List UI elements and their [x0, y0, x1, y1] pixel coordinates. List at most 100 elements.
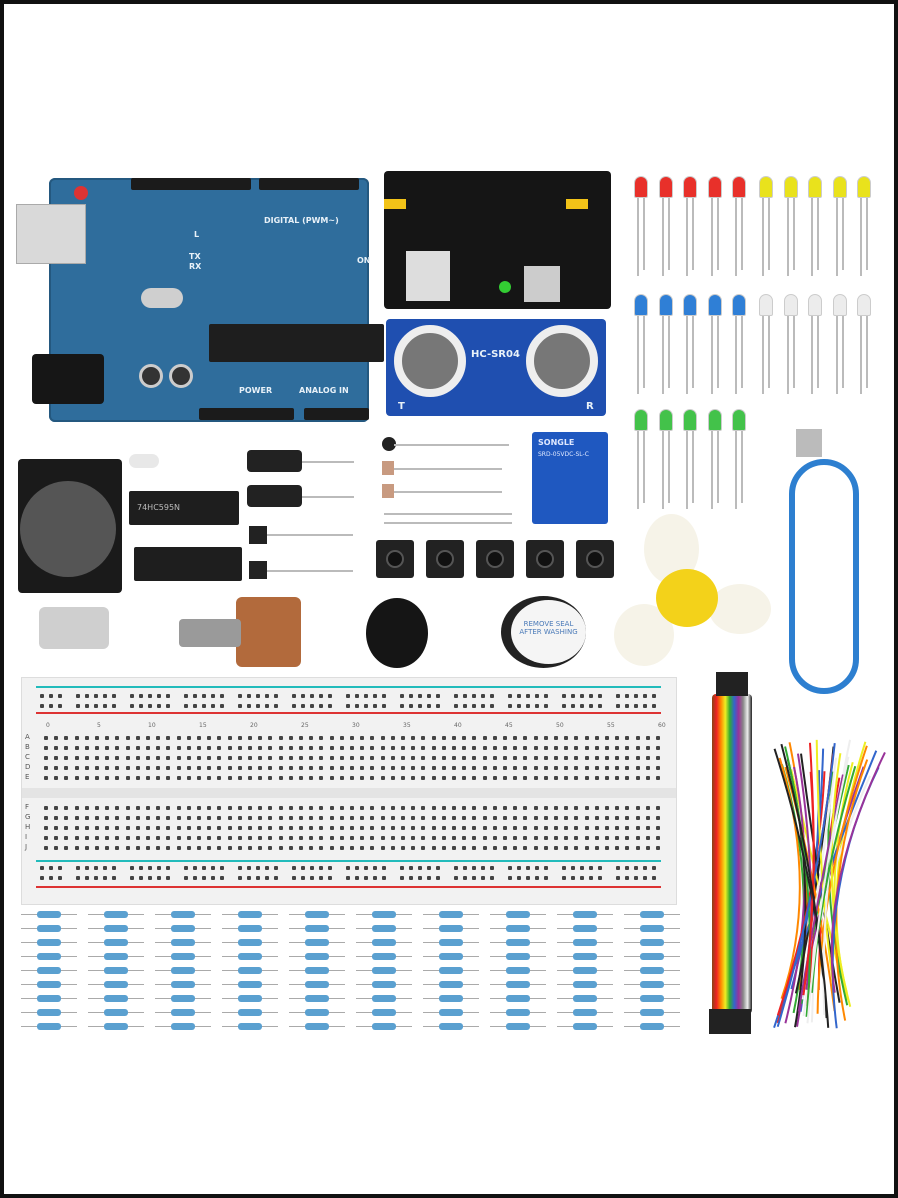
- breadboard-hole: [340, 756, 344, 760]
- rail-hole: [634, 876, 638, 880]
- breadboard-hole: [44, 766, 48, 770]
- breadboard-hole: [299, 846, 303, 850]
- breadboard-hole: [197, 806, 201, 810]
- breadboard-hole: [381, 776, 385, 780]
- breadboard-hole: [360, 736, 364, 740]
- breadboard-hole: [452, 806, 456, 810]
- breadboard-hole: [187, 846, 191, 850]
- rail-hole: [166, 866, 170, 870]
- breadboard-hole: [146, 836, 150, 840]
- photoresistor: [382, 484, 394, 498]
- breadboard-hole: [421, 816, 425, 820]
- breadboard-hole: [268, 816, 272, 820]
- breadboard-hole: [75, 806, 79, 810]
- breadboard-hole: [411, 746, 415, 750]
- rail-hole: [643, 866, 647, 870]
- rail-hole: [220, 694, 224, 698]
- power-switch: [524, 266, 560, 302]
- breadboard-hole: [544, 736, 548, 740]
- rail-hole: [382, 694, 386, 698]
- rail-hole: [364, 876, 368, 880]
- resistor: [289, 925, 345, 932]
- breadboard-hole: [615, 766, 619, 770]
- t-label: T: [398, 401, 405, 412]
- breadboard-hole: [279, 776, 283, 780]
- breadboard-hole: [656, 806, 660, 810]
- rail-hole: [166, 704, 170, 708]
- rail-line: [36, 860, 661, 862]
- breadboard-hole: [95, 766, 99, 770]
- rail-hole: [355, 876, 359, 880]
- resistor: [423, 1009, 479, 1016]
- resistor: [222, 981, 278, 988]
- breadboard-hole: [493, 826, 497, 830]
- breadboard-hole: [279, 816, 283, 820]
- rail-hole: [112, 866, 116, 870]
- rail-hole: [481, 704, 485, 708]
- rail-hole: [490, 694, 494, 698]
- breadboard-hole: [391, 826, 395, 830]
- resistor: [222, 967, 278, 974]
- breadboard-hole: [554, 736, 558, 740]
- breadboard-hole: [360, 776, 364, 780]
- breadboard-hole: [595, 776, 599, 780]
- on-label: ON: [357, 256, 371, 265]
- breadboard-hole: [177, 846, 181, 850]
- rail-hole: [625, 866, 629, 870]
- breadboard-hole: [646, 736, 650, 740]
- led: [808, 294, 822, 316]
- breadboard-hole: [503, 816, 507, 820]
- breadboard-hole: [207, 846, 211, 850]
- breadboard-hole: [472, 806, 476, 810]
- resistor: [222, 1023, 278, 1030]
- breadboard-hole: [574, 846, 578, 850]
- breadboard-hole: [442, 736, 446, 740]
- fan-blade: [709, 584, 771, 634]
- dupont-ribbon-cable: [712, 694, 752, 1014]
- row-label: A: [25, 733, 30, 741]
- rail-hole: [238, 704, 242, 708]
- resistor: [155, 995, 211, 1002]
- breadboard-hole: [462, 826, 466, 830]
- breadboard-hole: [207, 736, 211, 740]
- resistor: [88, 953, 144, 960]
- breadboard-hole: [452, 776, 456, 780]
- breadboard-hole: [330, 846, 334, 850]
- rail-hole: [301, 704, 305, 708]
- breadboard-hole: [319, 736, 323, 740]
- rail-hole: [580, 876, 584, 880]
- rail-hole: [472, 704, 476, 708]
- rail-hole: [238, 876, 242, 880]
- breadboard-hole: [248, 816, 252, 820]
- breadboard-hole: [197, 736, 201, 740]
- rail-hole: [580, 704, 584, 708]
- breadboard-hole: [146, 736, 150, 740]
- breadboard-hole: [115, 826, 119, 830]
- resistor: [289, 995, 345, 1002]
- breadboard-hole: [44, 806, 48, 810]
- breadboard-hole: [360, 846, 364, 850]
- breadboard-hole: [126, 776, 130, 780]
- breadboard-hole: [115, 746, 119, 750]
- breadboard-hole: [309, 776, 313, 780]
- breadboard-hole: [177, 816, 181, 820]
- rail-hole: [112, 704, 116, 708]
- breadboard-hole: [544, 806, 548, 810]
- breadboard-hole: [228, 806, 232, 810]
- resistor: [624, 925, 680, 932]
- breadboard-hole: [411, 806, 415, 810]
- usb-cable: [789, 459, 859, 694]
- breadboard-hole: [554, 756, 558, 760]
- breadboard-hole: [544, 746, 548, 750]
- breadboard-hole: [513, 836, 517, 840]
- fan-propeller: [614, 514, 774, 672]
- resistor: [624, 995, 680, 1002]
- breadboard-hole: [391, 836, 395, 840]
- breadboard-hole: [360, 766, 364, 770]
- resistor: [624, 953, 680, 960]
- breadboard-hole: [166, 806, 170, 810]
- breadboard-hole: [207, 746, 211, 750]
- rail-hole: [535, 694, 539, 698]
- resistor: [155, 1009, 211, 1016]
- rail-hole: [274, 866, 278, 870]
